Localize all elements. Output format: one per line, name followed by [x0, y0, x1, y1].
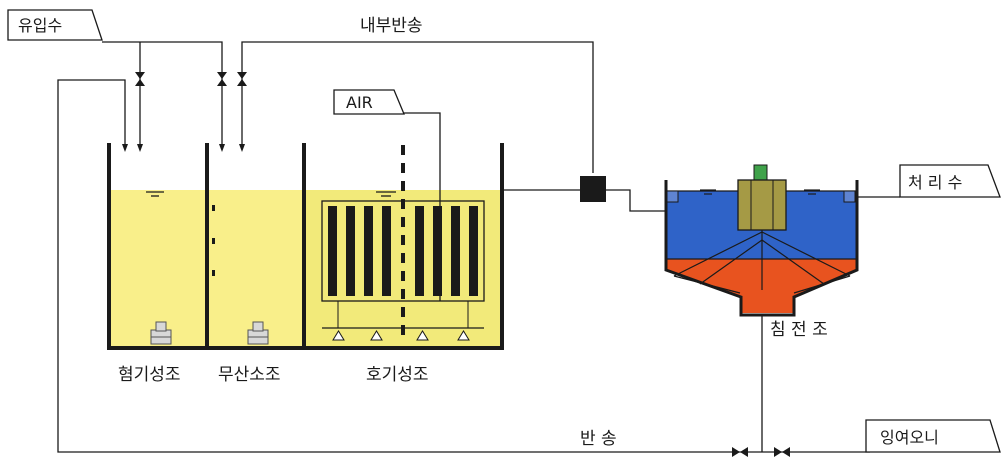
clarifier — [664, 164, 859, 317]
media-bar — [433, 206, 442, 296]
drive-motor-icon — [753, 164, 768, 181]
valve-icon — [732, 447, 748, 457]
baffle-marks — [212, 205, 215, 276]
valve-icon — [217, 72, 227, 86]
mixer-icon — [150, 321, 172, 345]
water-level-icon — [146, 191, 164, 197]
media-bar — [364, 206, 373, 296]
arrow-down-icon — [219, 144, 225, 152]
treated-water-label: 처 리 수 — [908, 173, 962, 192]
treated-water-tag: 처 리 수 — [899, 164, 1001, 198]
return-sludge-pipe — [57, 79, 762, 453]
internal-recycle-label: 내부반송 — [360, 16, 423, 36]
arrow-down-icon — [239, 144, 245, 152]
arrow-down-icon — [137, 144, 143, 152]
valve-icon — [774, 447, 790, 457]
pump-box-icon — [580, 176, 606, 202]
aerobic-tank-label: 호기성조 — [366, 365, 429, 385]
anoxic-liquid — [209, 190, 304, 346]
media-bar — [451, 206, 460, 296]
media-bar — [328, 206, 337, 296]
media-bar — [382, 206, 391, 296]
water-level-icon — [700, 189, 820, 195]
valve-icon — [237, 72, 247, 86]
return-sludge-label: 반 송 — [580, 429, 617, 449]
media-bar — [346, 206, 355, 296]
excess-sludge-label: 잉여오니 — [880, 428, 939, 447]
arrow-down-icon — [122, 144, 128, 152]
mixer-icon — [247, 321, 269, 345]
influent-pipe — [102, 41, 223, 148]
sludge-scraper — [673, 230, 851, 294]
excess-sludge-tag: 잉여오니 — [865, 419, 1001, 453]
anaerobic-liquid — [111, 190, 207, 346]
air-label: AIR — [346, 93, 373, 112]
media-bar — [469, 206, 478, 296]
center-well — [737, 179, 787, 231]
air-tag: AIR — [333, 89, 441, 301]
media-bar — [415, 206, 424, 296]
influent-tag: 유입수 — [7, 9, 103, 41]
internal-recycle-pipe — [241, 41, 594, 173]
anoxic-tank-label: 무산소조 — [218, 365, 281, 385]
valve-icon — [135, 72, 145, 86]
water-level-icon — [376, 191, 396, 197]
influent-label: 유입수 — [18, 16, 62, 35]
diffuser-icon — [332, 330, 470, 341]
aerobic-media — [321, 145, 485, 343]
clarifier-label: 침 전 조 — [770, 320, 828, 340]
anaerobic-tank-label: 혐기성조 — [118, 365, 181, 385]
